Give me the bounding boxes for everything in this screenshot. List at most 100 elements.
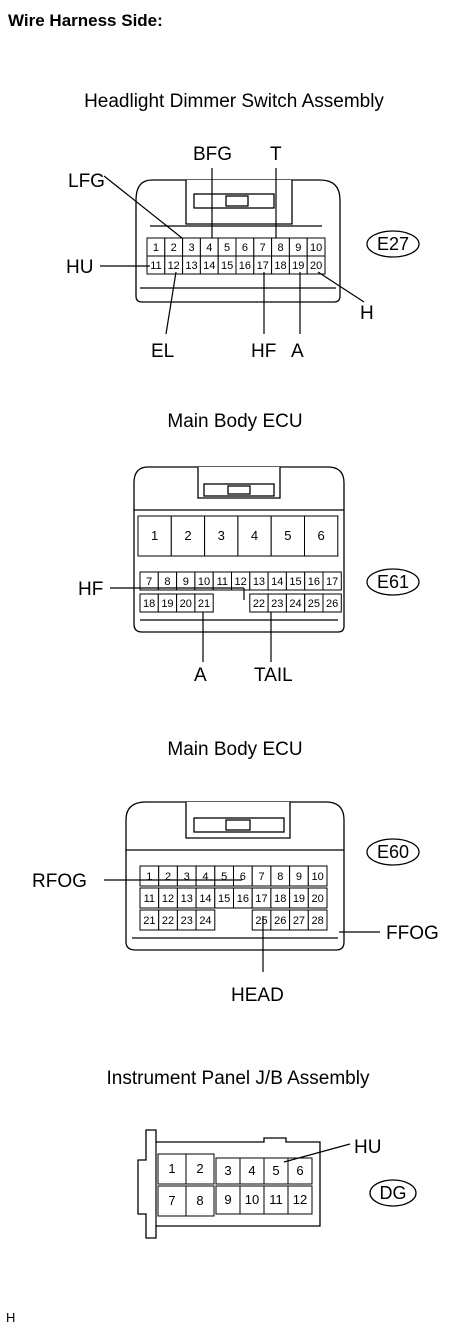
- connector-e27-label-a: A: [291, 341, 304, 362]
- pin-cell: [322, 593, 342, 613]
- pin-number: 5: [221, 871, 227, 883]
- pin-number: 3: [218, 528, 225, 543]
- connector-e27-leader-lfg: [103, 175, 183, 239]
- pin-cell: [194, 593, 214, 613]
- pin-cell: [185, 1185, 215, 1217]
- connector-e27-leader-h: [317, 271, 365, 303]
- pin-number: 25: [255, 915, 267, 927]
- pin-number: 8: [277, 242, 283, 254]
- pin-number: 8: [196, 1193, 203, 1208]
- connector-e60-caption: Main Body ECU: [167, 739, 302, 760]
- pin-number: 16: [237, 893, 249, 905]
- pin-number: 27: [293, 915, 305, 927]
- pin-number: 16: [308, 576, 320, 588]
- pin-cell: [137, 515, 172, 557]
- pin-number: 13: [253, 576, 265, 588]
- pin-number: 15: [221, 260, 233, 272]
- connector-dg-label-hu: HU: [354, 1137, 381, 1158]
- connector-e27-latch-tab: [225, 195, 249, 207]
- pin-cell: [304, 515, 339, 557]
- connector-e27-label-hu: HU: [66, 257, 93, 278]
- pin-cell: [263, 1185, 289, 1215]
- pin-number: 12: [293, 1192, 307, 1207]
- pin-number: 11: [144, 893, 155, 905]
- pin-number: 18: [274, 893, 286, 905]
- connector-e61-code-badge: [366, 568, 420, 596]
- pin-cell: [287, 1185, 313, 1215]
- pin-number: 1: [151, 528, 158, 543]
- pin-number: 12: [162, 893, 174, 905]
- connector-e27-label-hf: HF: [251, 341, 276, 362]
- connector-dg-code-badge: [369, 1179, 417, 1207]
- pin-number: 12: [168, 260, 180, 272]
- pin-number: 6: [242, 242, 248, 254]
- pin-number: 10: [245, 1192, 259, 1207]
- pin-number: 11: [150, 260, 161, 272]
- page-title: Wire Harness Side:: [8, 11, 163, 30]
- pin-number: 7: [258, 871, 264, 883]
- pin-number: 17: [255, 893, 267, 905]
- pin-number: 21: [198, 598, 210, 610]
- pin-number: 10: [310, 242, 322, 254]
- pin-number: 8: [164, 576, 170, 588]
- connector-e61-latch-tab: [227, 485, 251, 495]
- connector-e61-label-hf: HF: [78, 579, 103, 600]
- pin-cell: [157, 1185, 187, 1217]
- pin-number: 16: [239, 260, 251, 272]
- pin-number: 22: [162, 915, 174, 927]
- pin-number: 7: [260, 242, 266, 254]
- pin-number: 18: [274, 260, 286, 272]
- pin-number: 5: [224, 242, 230, 254]
- connector-e61-caption: Main Body ECU: [167, 411, 302, 432]
- pin-number: 6: [240, 871, 246, 883]
- pin-number: 2: [184, 528, 191, 543]
- pin-number: 9: [296, 871, 302, 883]
- connector-e60-label-ffog: FFOG: [386, 923, 439, 944]
- pin-number: 26: [274, 915, 286, 927]
- pin-cell: [215, 1157, 241, 1185]
- pin-number: 20: [312, 893, 324, 905]
- pin-number: 10: [198, 576, 210, 588]
- connector-e27-leader-el: [165, 271, 177, 335]
- pin-cell: [307, 909, 328, 931]
- pin-cell: [307, 865, 328, 887]
- connector-e27-caption: Headlight Dimmer Switch Assembly: [84, 91, 384, 112]
- pin-number: 14: [199, 893, 211, 905]
- pin-number: 24: [199, 915, 211, 927]
- pin-number: 1: [146, 871, 152, 883]
- pin-cell: [307, 887, 328, 909]
- connector-e61-label-tail: TAIL: [254, 665, 293, 686]
- pin-cell: [322, 571, 342, 591]
- pin-number: 6: [318, 528, 325, 543]
- connector-e60-code: E60: [377, 842, 409, 862]
- connector-e27-label-h: H: [360, 303, 374, 324]
- pin-number: 4: [206, 242, 212, 254]
- connector-dg-leader-hu: [283, 1143, 351, 1163]
- pin-number: 14: [203, 260, 215, 272]
- pin-cell: [237, 515, 272, 557]
- pin-number: 4: [248, 1163, 255, 1178]
- pin-number: 9: [224, 1192, 231, 1207]
- pin-number: 11: [217, 576, 228, 588]
- pin-number: 2: [196, 1161, 203, 1176]
- connector-dg-caption: Instrument Panel J/B Assembly: [107, 1068, 370, 1089]
- pin-number: 17: [257, 260, 269, 272]
- pin-number: 13: [181, 893, 193, 905]
- pin-number: 8: [277, 871, 283, 883]
- pin-number: 19: [293, 893, 305, 905]
- pin-number: 6: [296, 1163, 303, 1178]
- pin-number: 13: [185, 260, 197, 272]
- pin-number: 19: [161, 598, 173, 610]
- connector-dg-code: DG: [380, 1183, 407, 1203]
- connector-e60-code-badge: [366, 838, 420, 866]
- connector-e27-code-badge: [366, 230, 420, 258]
- pin-number: 2: [171, 242, 177, 254]
- pin-number: 5: [272, 1163, 279, 1178]
- connector-e27-label-el: EL: [151, 341, 174, 362]
- pin-number: 1: [168, 1161, 175, 1176]
- pin-number: 9: [295, 242, 301, 254]
